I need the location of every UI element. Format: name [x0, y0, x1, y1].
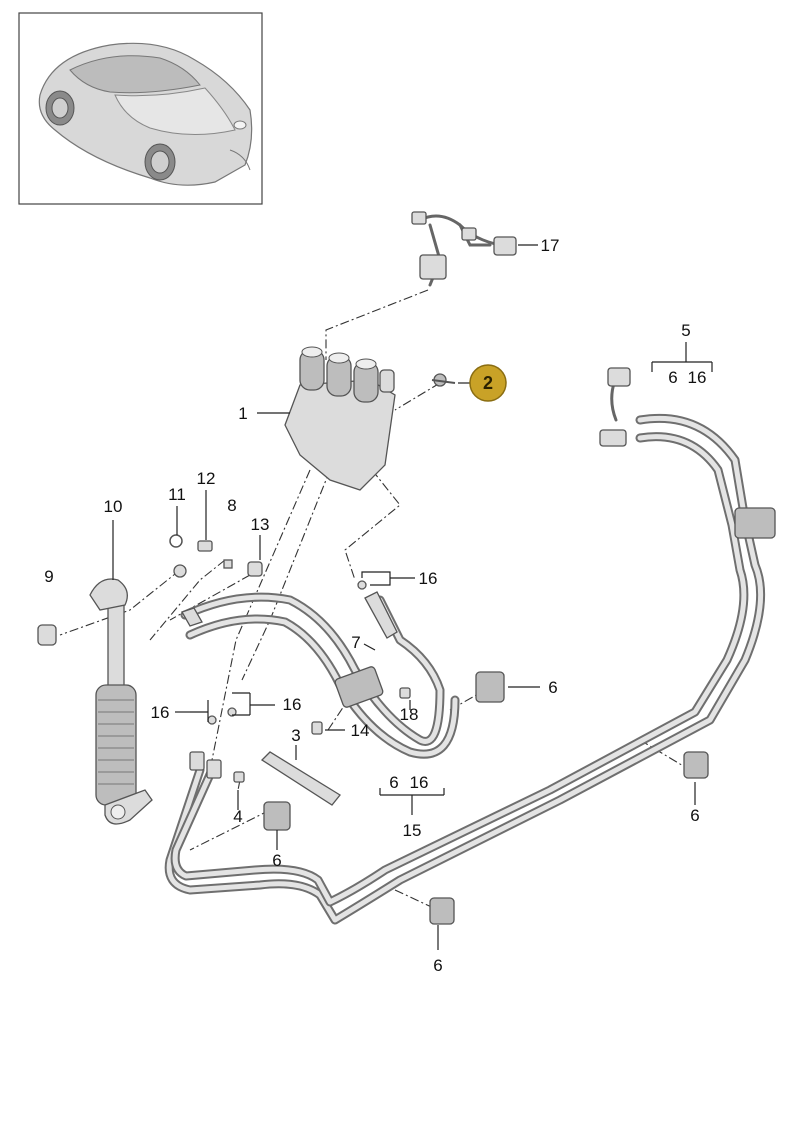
- callout-16-left[interactable]: 16: [151, 703, 170, 722]
- hydraulic-lines: [164, 413, 766, 925]
- callout-6-right[interactable]: 6: [548, 678, 557, 697]
- callout-16-right[interactable]: 16: [283, 695, 302, 714]
- callout-6-bottom[interactable]: 6: [433, 956, 442, 975]
- callout-15-sub-16[interactable]: 16: [410, 773, 429, 792]
- callout-5-sub-16[interactable]: 16: [688, 368, 707, 387]
- callout-9[interactable]: 9: [44, 567, 53, 586]
- valve-block: [284, 346, 396, 491]
- vehicle-inset: [18, 12, 263, 205]
- callout-6-left[interactable]: 6: [272, 851, 281, 870]
- callout-5-sub-6[interactable]: 6: [668, 368, 677, 387]
- highlight-badge[interactable]: 2: [469, 364, 507, 402]
- callout-15-sub-6[interactable]: 6: [389, 773, 398, 792]
- callout-7[interactable]: 7: [351, 633, 360, 652]
- callout-4[interactable]: 4: [233, 807, 242, 826]
- pipe-clamps: [181, 367, 776, 779]
- small-hardware: [169, 534, 411, 783]
- callout-13[interactable]: 13: [251, 515, 270, 534]
- callout-1[interactable]: 1: [238, 404, 247, 423]
- bracket: [260, 751, 341, 806]
- callout-5[interactable]: 5: [681, 321, 690, 340]
- shock-absorber: [37, 578, 153, 825]
- callout-2[interactable]: 2: [483, 373, 493, 393]
- callout-10[interactable]: 10: [104, 497, 123, 516]
- callout-3[interactable]: 3: [291, 726, 300, 745]
- leader-lines: [112, 244, 713, 950]
- wiring-harness: [411, 211, 517, 287]
- callout-15[interactable]: 15: [403, 821, 422, 840]
- callout-16-upper[interactable]: 16: [419, 569, 438, 588]
- callout-11[interactable]: 11: [168, 485, 186, 504]
- callout-6-far-right[interactable]: 6: [690, 806, 699, 825]
- callout-8[interactable]: 8: [227, 496, 236, 515]
- car-illustration: [38, 42, 253, 186]
- callout-18[interactable]: 18: [400, 705, 419, 724]
- callout-12[interactable]: 12: [197, 469, 216, 488]
- callout-17[interactable]: 17: [541, 236, 560, 255]
- callout-labels: 1 3 4 5 6 16 6 6 6 6 7 8 9 10 11 12 13 1…: [44, 236, 706, 975]
- callout-14[interactable]: 14: [351, 721, 370, 740]
- plug-part: [431, 373, 456, 387]
